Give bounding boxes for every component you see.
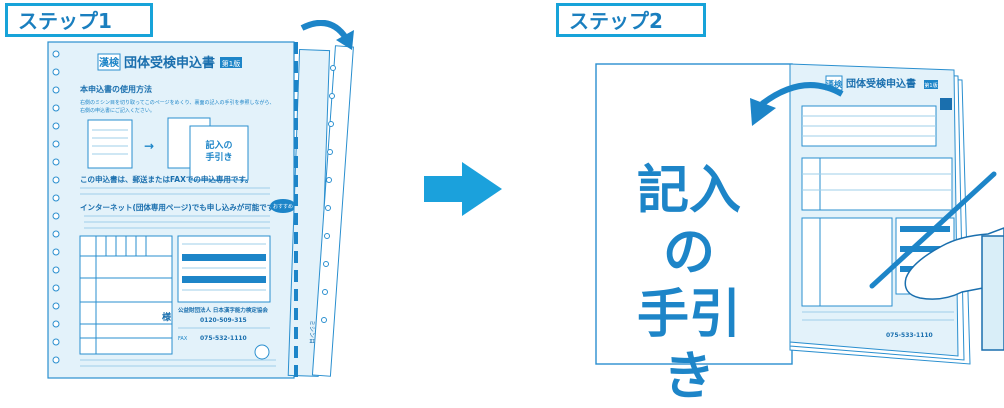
qr-code-icon (940, 98, 952, 110)
step1-form-illustration: 漢検 団体受検申込書 第1版 本申込書の使用方法 右側のミシン目を切り取ってこの… (47, 20, 354, 379)
howto-heading: 本申込書の使用方法 (79, 84, 152, 94)
recommend-badge (270, 199, 296, 213)
fax-number: 075-532-1110 (200, 335, 247, 342)
logo-box (97, 53, 121, 71)
next-step-arrow-icon (424, 162, 502, 216)
step1-label: ステップ1 (5, 3, 153, 37)
fax-label: FAX (178, 336, 188, 342)
punch-holes-right (321, 65, 336, 323)
free-dial: 0120-509-315 (200, 317, 247, 324)
internet-notice: インターネット(団体専用ページ)でも申し込みが可能です。 (80, 202, 281, 212)
form-badge-box (220, 57, 242, 68)
howto-text-2: 右側の申込書にご記入ください。 (80, 107, 155, 114)
mail-notice: この申込書は、郵送またはFAXでの申込専用です。 (80, 174, 253, 184)
form-logo: 漢検 (99, 56, 120, 69)
form-title: 団体受検申込書 (124, 55, 215, 71)
howto-callout-box (189, 125, 249, 181)
howto-text-1: 右側のミシン目を切り取ってこのページをめくり、裏面の記入の手引を参照しながら、 (80, 99, 274, 106)
stamp-char: 様 (162, 311, 172, 323)
howto-callout: 記入の手引き (205, 139, 232, 163)
tear-arrow-icon (300, 20, 349, 40)
org-name: 公益財団法人 日本漢字能力検定協会 (178, 306, 268, 314)
recycle-icon (254, 344, 270, 360)
sleeve-icon (981, 235, 1004, 351)
howto-thumb-1 (87, 119, 133, 169)
form-logo: 漢検 (826, 79, 843, 89)
hand-icon (904, 227, 1004, 300)
step2-label: ステップ2 (556, 3, 706, 37)
form-title: 団体受検申込書 (846, 77, 916, 90)
page-turn-arrow-icon (760, 82, 844, 107)
perforation-label: ミシン目 (308, 320, 315, 344)
form-fax-number: 075-533-1110 (886, 332, 933, 339)
form-badge: 第1版 (222, 59, 240, 68)
guide-text: 記入の手引き (636, 161, 741, 407)
howto-arrow-icon: → (144, 139, 154, 153)
step2-illustration: 漢検 団体受検申込書 第1版 075-533-1110 (595, 63, 1004, 365)
recommend-label: おすすめ (273, 203, 293, 210)
pen-icon (869, 171, 997, 289)
form-badge: 第1版 (924, 82, 937, 89)
punch-holes-left (52, 50, 60, 364)
info-box (177, 235, 271, 303)
